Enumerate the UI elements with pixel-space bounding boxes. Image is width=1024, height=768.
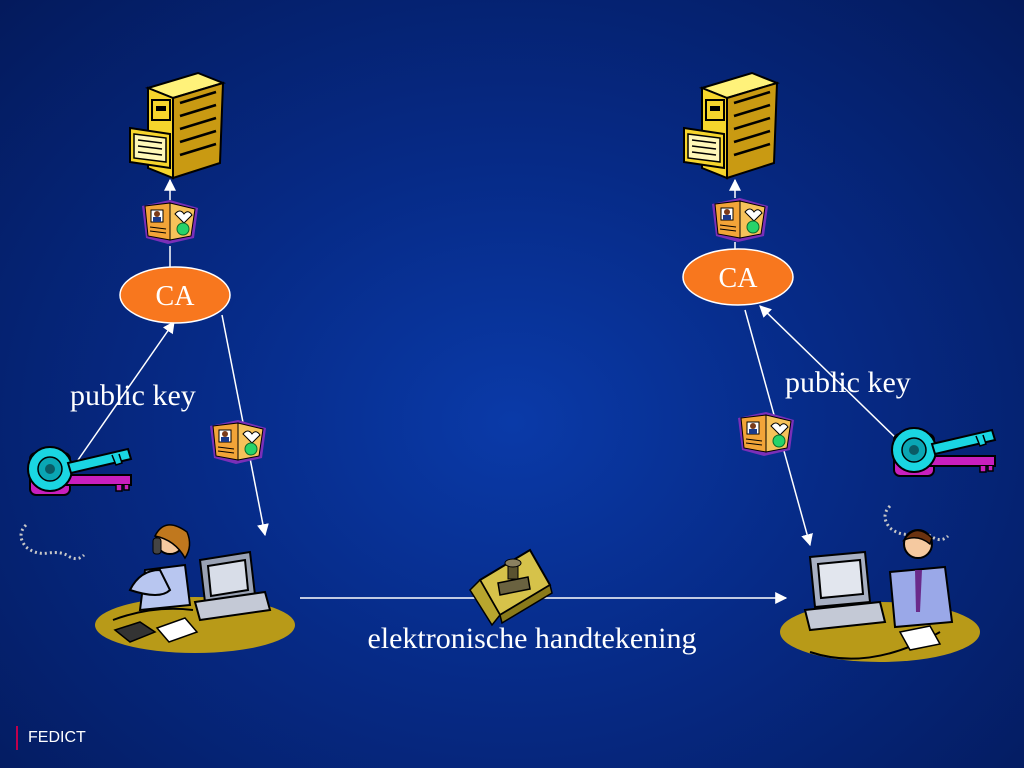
left-public-key-label: public key — [70, 379, 196, 412]
left-ca-label: CA — [156, 281, 196, 312]
right-top-certificate-icon — [711, 197, 769, 243]
left-top-certificate-icon — [141, 199, 199, 245]
right-key-icon — [883, 426, 997, 542]
stamp-icon — [469, 549, 553, 626]
left-key-to-ca-arrow — [77, 321, 175, 461]
right-ca-label: CA — [719, 263, 759, 294]
left-file-cabinet-icon — [128, 71, 225, 180]
left-key-icon — [19, 445, 133, 561]
right-mid-certificate-icon — [737, 411, 795, 457]
left-ca-node: CA — [119, 266, 231, 324]
right-ca-node: CA — [682, 248, 794, 306]
right-file-cabinet-icon — [682, 71, 779, 180]
woman-at-computer-icon — [94, 523, 296, 654]
footer-brand: FEDICT — [16, 726, 86, 750]
man-at-computer-icon — [779, 529, 981, 663]
left-mid-certificate-icon — [209, 419, 267, 465]
signature-label: elektronische handtekening — [367, 622, 696, 655]
right-public-key-label: public key — [785, 366, 911, 399]
right-key-to-ca-arrow — [759, 305, 901, 443]
